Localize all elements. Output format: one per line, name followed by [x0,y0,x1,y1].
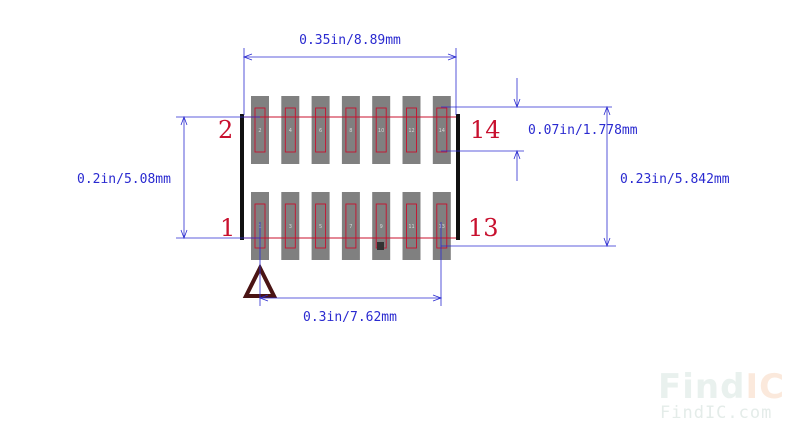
top-pad-number: 14 [439,128,445,134]
top-pad-number: 6 [319,128,322,134]
top-pad-outline [345,107,357,153]
top-pad [432,96,451,164]
top-pad-number: 12 [408,128,414,134]
bottom-pad-number: 7 [349,224,352,230]
top-pad [311,96,330,164]
pin-marker [377,242,384,250]
left-height-label: 0.2in/5.08mm [77,172,171,187]
pin-label-top-left: 2 [218,116,233,144]
right-height-label: 0.23in/5.842mm [620,172,730,187]
top-pad-number: 10 [378,128,384,134]
logo-sub-text: FindIC.com [660,403,772,423]
bottom-pad-number: 9 [380,224,383,230]
bottom-pad-outline [345,203,357,249]
bottom-pad-number: 11 [408,224,414,230]
logo-find: Find [658,367,745,407]
top-pad [341,96,360,164]
findic-logo: FindIC FindIC.com [658,367,785,423]
bottom-pad-number: 5 [319,224,322,230]
logo-ic: IC [745,367,785,407]
pin-label-bottom-left: 1 [220,214,235,242]
bottom-pad [311,192,330,260]
top-pad-outline [254,107,266,153]
bottom-pad [372,192,391,260]
bottom-width-dimension [258,222,443,306]
bottom-pad [341,192,360,260]
bottom-pad-number: 13 [439,224,445,230]
top-pad [372,96,391,164]
bottom-pad [402,192,421,260]
top-pad-number: 8 [349,128,352,134]
top-pad-row: 2 4 6 8 10 12 14 [251,96,451,164]
top-width-label: 0.35in/8.89mm [299,33,401,48]
top-pad-outline [375,107,387,153]
top-pad [402,96,421,164]
right-height-dimension [441,105,616,248]
top-pad-number: 4 [289,128,292,134]
logo-main-text: FindIC [658,367,785,407]
bottom-pad-number: 3 [289,224,292,230]
pitch-label: 0.07in/1.778mm [528,123,638,138]
bottom-pad-outline [436,203,448,249]
top-pad [281,96,300,164]
top-pad-outline [406,107,417,153]
bottom-pad-outline [315,203,327,249]
bottom-pad-outline [284,203,296,249]
top-pad-outline [436,107,448,153]
body-right-edge [456,114,460,240]
left-height-dimension [176,115,260,240]
top-pad-number: 2 [258,128,261,134]
bottom-pad-outline [406,203,417,249]
bottom-pad [432,192,451,260]
pin-label-top-right: 14 [470,116,501,144]
top-width-dimension [242,48,458,115]
pin-label-bottom-right: 13 [468,214,499,242]
body-left-edge [240,114,244,240]
top-pad [251,96,269,164]
top-pad-outline [315,107,327,153]
pitch-dimension [441,78,612,181]
top-pad-outline [284,107,296,153]
bottom-width-label: 0.3in/7.62mm [303,310,397,325]
bottom-pad [281,192,300,260]
